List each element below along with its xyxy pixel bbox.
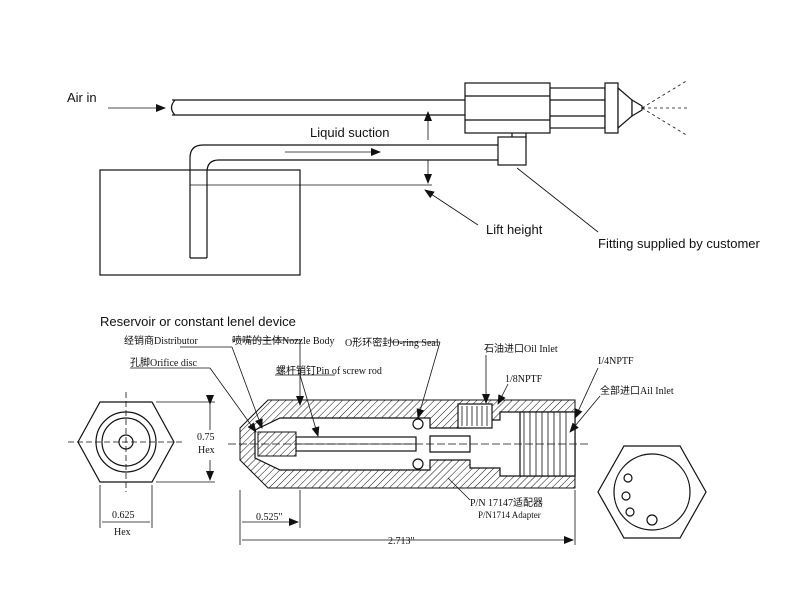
- npt-18-label: 1/8NPTF: [505, 374, 543, 385]
- oil-inlet-label: 石油进口Oil Inlet: [484, 342, 558, 355]
- lift-height-label: Lift height: [486, 222, 543, 237]
- pin-label: 螺杆销钉Pin of screw rod: [276, 364, 382, 377]
- spray-pattern: [641, 79, 690, 137]
- reservoir-label: Reservoir or constant lenel device: [100, 314, 296, 329]
- orifice-label: 孔脚Orifice disc: [130, 356, 197, 369]
- pn-adapter-cn-label: P/N 17147适配器: [470, 497, 543, 509]
- npt-14-label: I/4NPTF: [598, 356, 634, 367]
- front-hex-view: [68, 392, 215, 528]
- customer-fitting: [497, 136, 527, 166]
- pn-adapter-en-label: P/N1714 Adapter: [478, 510, 541, 520]
- suction-tube: [189, 144, 500, 258]
- leader-lines: [130, 339, 601, 501]
- lift-height-leader: [424, 189, 479, 226]
- hex-075-value: 0.75: [197, 432, 215, 443]
- nozzle-cross-section: 经销商Distributor 喷嘴的主体Nozzle Body O形环密封O-r…: [68, 334, 707, 547]
- distributor-label: 经销商Distributor: [124, 334, 199, 347]
- rear-hex-view: [597, 445, 707, 539]
- fitting-label: Fitting supplied by customer: [598, 236, 761, 251]
- siphon-setup-drawing: Air in Liquid suction Lift height Fittin…: [67, 79, 761, 329]
- air-inlet-label: 全部进口Ail Inlet: [600, 384, 674, 397]
- hex-075-unit: Hex: [198, 445, 215, 456]
- o-ring-label: O形环密封O-ring Seal: [345, 336, 439, 349]
- nozzle-section-body: [228, 399, 590, 489]
- dim-0525-label: 0.525": [256, 512, 283, 523]
- dimension-lines: [239, 490, 576, 545]
- fitting-leader: [516, 167, 599, 233]
- air-in-label: Air in: [67, 90, 97, 105]
- hex-0625-unit: Hex: [114, 527, 131, 538]
- reservoir-tank: [99, 169, 301, 276]
- hex-0625-value: 0.625: [112, 510, 135, 521]
- nozzle-assembly: [464, 82, 643, 134]
- nozzle-body-label: 喷嘴的主体Nozzle Body: [232, 334, 335, 347]
- liquid-suction-label: Liquid suction: [310, 125, 390, 140]
- dim-2713-label: 2.713": [388, 536, 415, 547]
- air-tube: [172, 99, 465, 116]
